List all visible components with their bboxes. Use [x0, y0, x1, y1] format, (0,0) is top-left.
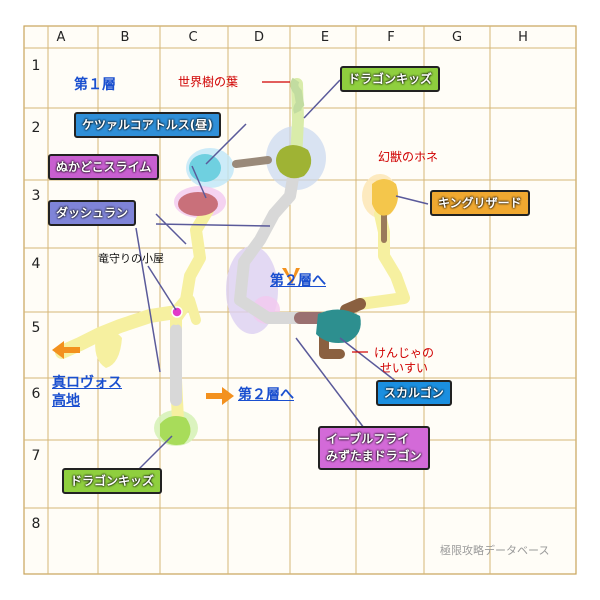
- link-to-floor2-bottom[interactable]: 第２層へ: [238, 387, 294, 403]
- column-header-c: C: [188, 30, 198, 45]
- column-header-f: F: [387, 30, 395, 45]
- link-to-highland[interactable]: 真ロヴォス 高地: [52, 375, 122, 409]
- label-skull-gon: スカルゴン: [376, 380, 452, 406]
- column-header-e: E: [320, 30, 330, 45]
- exit-arrows: [52, 268, 300, 405]
- label-king-lizard: キングリザード: [430, 190, 530, 216]
- corridors: [55, 78, 410, 426]
- row-header-1: 1: [31, 58, 41, 74]
- row-header-2: 2: [31, 120, 41, 136]
- floor-title: 第１層: [74, 77, 116, 93]
- label-quetzalcoatl: ケツァルコアトルス(昼): [74, 112, 221, 138]
- row-header-4: 4: [31, 256, 41, 272]
- place-guard-hut: 竜守りの小屋: [98, 252, 164, 265]
- column-header-g: G: [451, 30, 463, 45]
- column-header-b: B: [120, 30, 130, 45]
- label-dragon-kids-bottom: ドラゴンキッズ: [62, 468, 163, 494]
- row-header-5: 5: [31, 320, 41, 336]
- item-world-tree-leaf: 世界樹の葉: [178, 75, 239, 89]
- pointer-lines: [123, 79, 429, 485]
- row-header-7: 7: [31, 448, 41, 464]
- link-to-floor2-right[interactable]: 第２層へ: [270, 273, 326, 289]
- column-header-a: A: [56, 30, 66, 45]
- item-phantom-bone: 幻獣のホネ: [378, 150, 439, 164]
- label-evil-fly: イーブルフライ みずたまドラゴン: [318, 426, 430, 470]
- item-pointers: [262, 81, 368, 353]
- rooms: [95, 77, 398, 445]
- row-header-8: 8: [31, 516, 41, 532]
- row-header-3: 3: [31, 188, 41, 204]
- column-header-d: D: [253, 30, 264, 45]
- column-header-h: H: [518, 30, 528, 45]
- row-header-6: 6: [31, 386, 41, 402]
- watermark: 極限攻略データベース: [440, 544, 550, 557]
- label-dragon-kids-top: ドラゴンキッズ: [340, 66, 441, 92]
- item-rock-paper: けんじゃの せいすい: [374, 346, 435, 375]
- label-nukadoko-slime: ぬかどこスライム: [48, 154, 160, 180]
- label-dash-run: ダッシュラン: [48, 200, 137, 226]
